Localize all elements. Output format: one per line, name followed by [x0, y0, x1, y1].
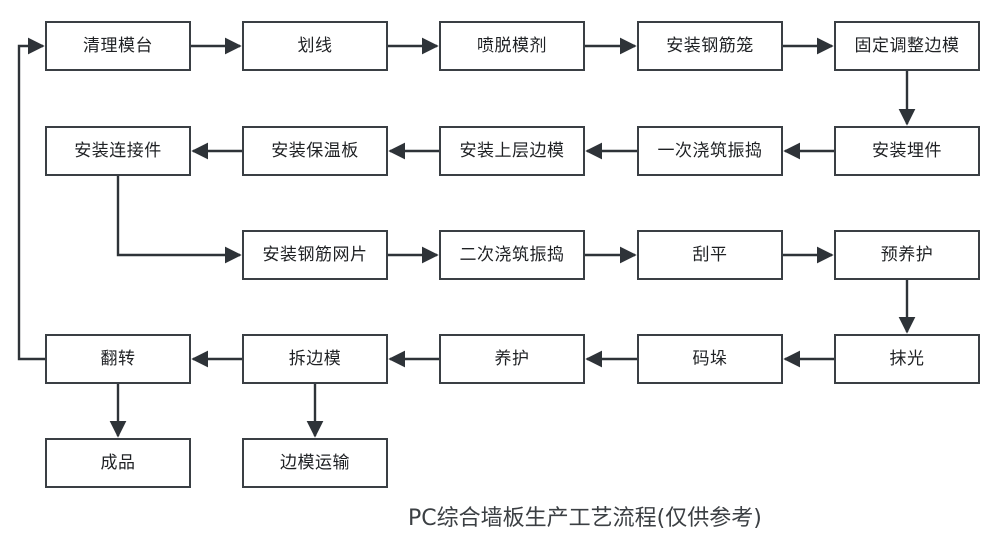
- connector-n10-n11: [116, 176, 242, 264]
- node-anzhuang-baowenban[interactable]: 安装保温板: [242, 126, 388, 176]
- node-qingli-motai[interactable]: 清理模台: [45, 21, 191, 71]
- node-guaping[interactable]: 刮平: [637, 230, 783, 280]
- node-pen-tuomoji[interactable]: 喷脱模剂: [439, 21, 585, 71]
- node-bianmo-yunshu[interactable]: 边模运输: [242, 438, 388, 488]
- connector-feedback-loop: [17, 37, 45, 361]
- node-moguang[interactable]: 抹光: [834, 334, 980, 384]
- node-anzhuang-gangjin-wangpian[interactable]: 安装钢筋网片: [242, 230, 388, 280]
- node-fanzhuan[interactable]: 翻转: [45, 334, 191, 384]
- node-yici-jiaozhu-zhendao[interactable]: 一次浇筑振捣: [637, 126, 783, 176]
- node-yanghu[interactable]: 养护: [439, 334, 585, 384]
- node-anzhuang-maijian[interactable]: 安装埋件: [834, 126, 980, 176]
- node-chai-bianmo[interactable]: 拆边模: [242, 334, 388, 384]
- node-anzhuang-gangjinlong[interactable]: 安装钢筋笼: [637, 21, 783, 71]
- node-erci-jiaozhu-zhendao[interactable]: 二次浇筑振捣: [439, 230, 585, 280]
- node-chengpin[interactable]: 成品: [45, 438, 191, 488]
- node-maduo[interactable]: 码垛: [637, 334, 783, 384]
- node-guding-tiaozheng-bianmo[interactable]: 固定调整边模: [834, 21, 980, 71]
- node-anzhuang-lianjiejian[interactable]: 安装连接件: [45, 126, 191, 176]
- diagram-caption: PC综合墙板生产工艺流程(仅供参考): [408, 506, 762, 531]
- node-yu-yanghu[interactable]: 预养护: [834, 230, 980, 280]
- node-anzhuang-shangceng-bianmo[interactable]: 安装上层边模: [439, 126, 585, 176]
- node-huaxian[interactable]: 划线: [242, 21, 388, 71]
